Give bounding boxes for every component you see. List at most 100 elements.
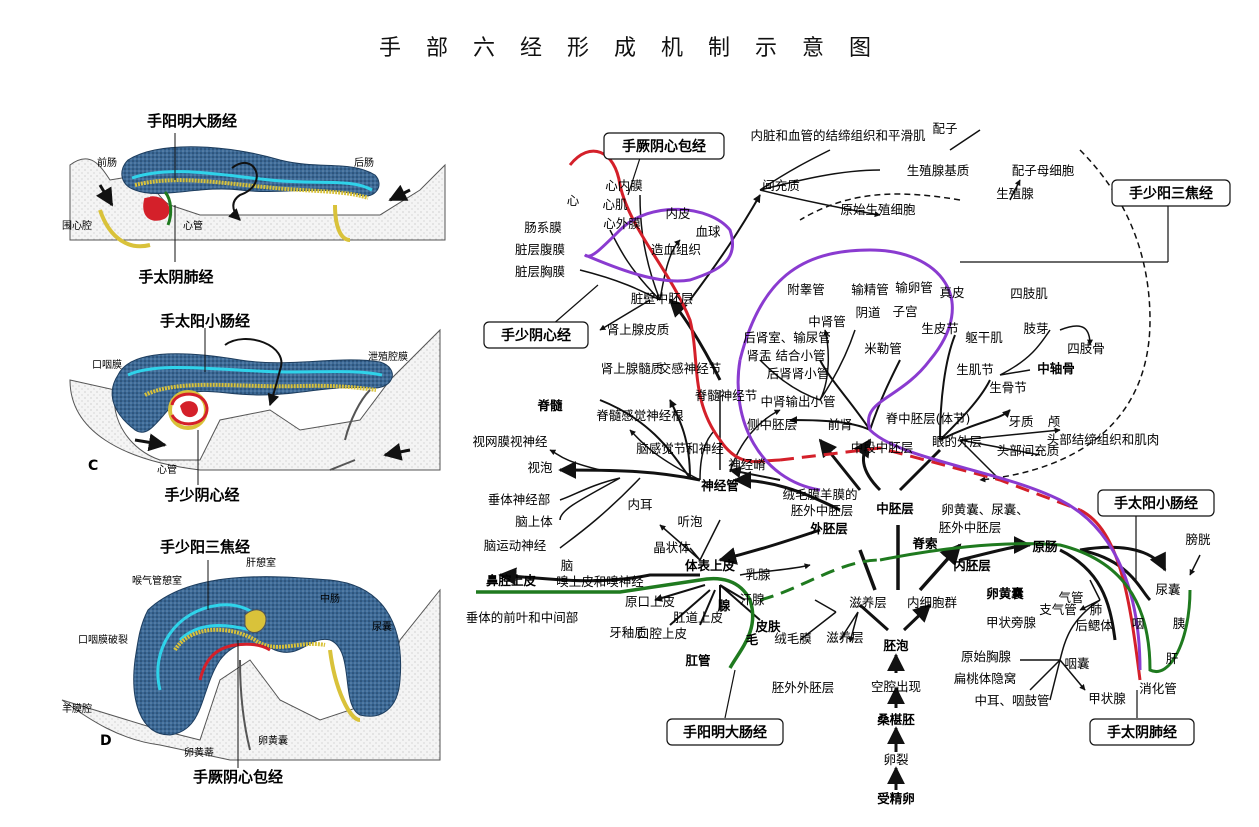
node-yolk-sac: 卵黄囊	[986, 586, 1024, 601]
node-chorion-amnion: 绒毛膜羊膜的	[782, 487, 857, 502]
label-heart-c: 心管	[157, 463, 177, 476]
panel-b-header: 手阳明大肠经	[147, 112, 237, 130]
node-bronchus: 支气管	[1039, 602, 1077, 617]
label-heart-b: 心管	[183, 219, 203, 232]
node-pituitary-post: 垂体神经部	[488, 492, 551, 507]
node-prim-oral: 原口上皮	[625, 594, 675, 609]
label-urogenital: 泄殖腔膜	[368, 350, 408, 363]
node-thyroid-gland: 甲状腺	[1088, 691, 1126, 706]
node-extra-endo: 胚外中胚层	[939, 520, 1002, 535]
node-blood-cell: 血球	[695, 224, 721, 239]
node-parietal-meso: 脏壁中胚层	[631, 291, 694, 306]
label-hindgut: 后肠	[354, 157, 374, 169]
node-tooth: 牙质	[1008, 414, 1033, 429]
label-midgut: 中肠	[320, 592, 340, 605]
meridian-boxes	[483, 132, 1231, 746]
node-anal: 肛管	[685, 653, 710, 668]
panel-b	[69, 133, 446, 262]
box-lung: 手太阴肺经	[1107, 724, 1177, 741]
node-retina: 视网膜视神经	[472, 434, 548, 449]
box-heart: 手少阴心经	[501, 327, 571, 344]
node-limb-muscle: 四肢肌	[1010, 286, 1048, 301]
node-liver: 肝	[1166, 651, 1179, 666]
node-oral-epi: 口腔上皮	[637, 626, 687, 641]
meridian-paths	[476, 149, 1192, 681]
page-title: 手 部 六 经 形 成 机 制 示 意 图	[0, 30, 1259, 62]
node-limb-bud: 肢芽	[1023, 321, 1048, 336]
node-adrenal-cortex: 肾上腺皮质	[607, 322, 670, 337]
node-brain: 脑	[561, 558, 574, 573]
node-duct-def: 输精管	[851, 282, 889, 297]
node-sensory-nerve: 脊髓神经节	[695, 388, 758, 403]
node-zygote: 受精卵	[877, 791, 915, 806]
title-text: 手 部 六 经 形 成 机 制 示 意 图	[379, 36, 880, 61]
node-cranial-sens: 脑感觉节和神经	[636, 441, 724, 456]
panel-c-header: 手太阳小肠经	[160, 312, 250, 330]
node-surface-ecto: 体表上皮	[685, 558, 736, 573]
node-mesonephric: 中肾管	[808, 314, 846, 329]
node-optic-vesicle: 视泡	[527, 460, 553, 475]
box-large-intestine: 手阳明大肠经	[683, 724, 767, 741]
label-foregut: 前肠	[97, 156, 117, 169]
node-middle-ear: 中耳、咽鼓管	[974, 693, 1049, 708]
panel-c-letter: C	[88, 458, 98, 474]
node-blastocyst: 胚泡	[883, 638, 909, 653]
node-morula: 桑椹胚	[876, 712, 915, 727]
node-tubules: 肾盂 结合小管	[747, 348, 826, 363]
node-mammary: 乳腺	[745, 567, 771, 582]
label-liver-div: 肝憩室	[246, 556, 276, 569]
node-myocardium: 心肌	[602, 197, 628, 212]
node-gonad: 生殖腺	[996, 186, 1034, 201]
node-mesentery: 肠系膜	[524, 220, 562, 235]
node-meta-tubule: 后肾肾小管	[767, 366, 830, 381]
node-head-connective: 头部结缔组织和肌肉	[1047, 432, 1160, 447]
node-nasal: 鼻腔上皮	[486, 573, 537, 588]
node-intermediate: 中段中胚层	[851, 440, 914, 455]
node-adeno: 腺	[718, 598, 731, 613]
node-bladder: 膀胱	[1185, 532, 1211, 547]
node-branchial: 后鳃体	[1075, 618, 1113, 633]
node-heart-tube: 心	[567, 193, 580, 208]
node-ectoderm: 外胚层	[809, 521, 848, 536]
node-mesoderm: 中胚层	[876, 501, 914, 516]
panel-c-footer: 手少阴心经	[164, 486, 239, 504]
panel-d-footer: 手厥阴心包经	[193, 768, 283, 786]
node-vagina: 阴道	[855, 305, 881, 320]
node-dermis: 真皮	[939, 285, 964, 300]
node-adrenal-med: 肾上腺髓质	[601, 361, 664, 376]
node-trunk-muscle: 躯干肌	[965, 330, 1003, 345]
node-lateral-meso: 侧中胚层	[747, 417, 797, 432]
node-prim-germ: 原始生殖细胞	[840, 202, 916, 217]
node-sweat: 汗腺	[739, 592, 765, 607]
node-neural-tube: 神经管	[701, 478, 739, 493]
node-hemato: 造血组织	[651, 242, 701, 257]
node-lens: 晶状体	[653, 540, 691, 555]
node-eye-layer: 眼的外层	[932, 434, 982, 449]
node-uterus: 子宫	[892, 304, 917, 319]
node-neural-crest: 神经嵴	[728, 457, 766, 472]
nodes: 受精卵 卵裂 桑椹胚 空腔出现 胚泡 滋养层 内细胞群 滋养层 绒毛膜 胚外外胚…	[466, 121, 1211, 806]
node-gametocyte: 配子母细胞	[1012, 163, 1075, 178]
label-oral-membrane: 口咽膜	[92, 359, 122, 371]
node-anal-epi: 肛道上皮	[673, 610, 723, 625]
label-yolk-stalk: 卵黄蒂	[184, 746, 214, 759]
node-visceral-peri: 脏层腹膜	[515, 242, 565, 257]
node-collecting: 后肾室、输尿管	[743, 330, 831, 345]
node-pharyngeal-pouch: 咽囊	[1064, 656, 1089, 671]
node-cleavage: 卵裂	[883, 752, 908, 767]
node-endothelium: 内皮	[665, 206, 690, 221]
node-digestive: 消化管	[1139, 681, 1177, 696]
panel-d-header: 手少阳三焦经	[160, 538, 250, 556]
node-vessel-connective: 内脏和血管的结缔组织和平滑肌	[750, 128, 926, 143]
node-pancreas: 胰	[1173, 616, 1186, 631]
node-inner-ear: 内耳	[627, 497, 652, 512]
node-extra-meso: 胚外中胚层	[791, 503, 854, 518]
node-limb-bone: 四肢骨	[1067, 341, 1105, 356]
panel-d	[61, 560, 441, 768]
node-inner-cell: 内细胞群	[907, 595, 958, 610]
panel-c	[69, 328, 441, 485]
node-dermatome: 生皮节	[921, 321, 959, 336]
node-olfactory: 嗅上皮和嗅神经	[556, 574, 644, 589]
panel-b-footer: 手太阴肺经	[138, 268, 213, 286]
